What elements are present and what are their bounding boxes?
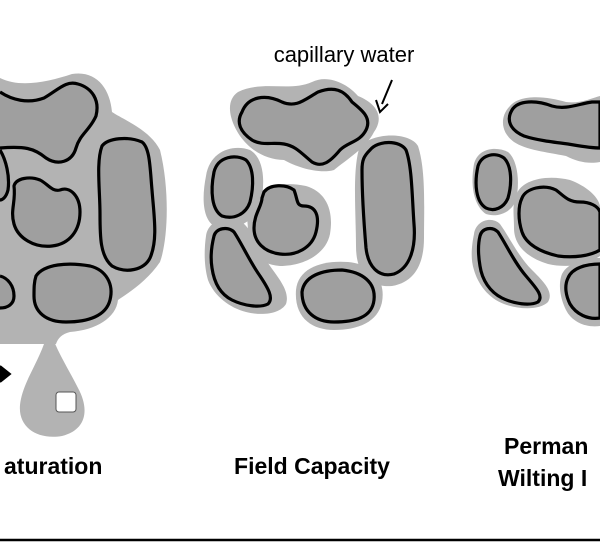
saturation-particle-right (99, 139, 155, 271)
saturation-panel (0, 73, 167, 436)
capillary-water-arrow-shaft (382, 80, 392, 104)
field-capacity-panel (204, 79, 425, 330)
wp-particle-left (476, 155, 511, 210)
fc-particle-right (362, 143, 414, 275)
wilting-panel (472, 96, 600, 326)
fc-particle-bottom-right (302, 270, 374, 322)
saturation-particle-bottom-center (34, 264, 111, 322)
field-capacity-label: Field Capacity (234, 453, 390, 479)
fc-particle-left (212, 157, 253, 217)
saturation-drip (20, 330, 85, 437)
drip-air-pocket (56, 392, 76, 412)
wilting-label-line2: Wilting I (498, 465, 587, 491)
saturation-label: aturation (4, 453, 102, 479)
wilting-label-line1: Perman (504, 433, 588, 459)
saturation-arrow (0, 366, 10, 382)
capillary-water-label: capillary water (274, 42, 415, 67)
